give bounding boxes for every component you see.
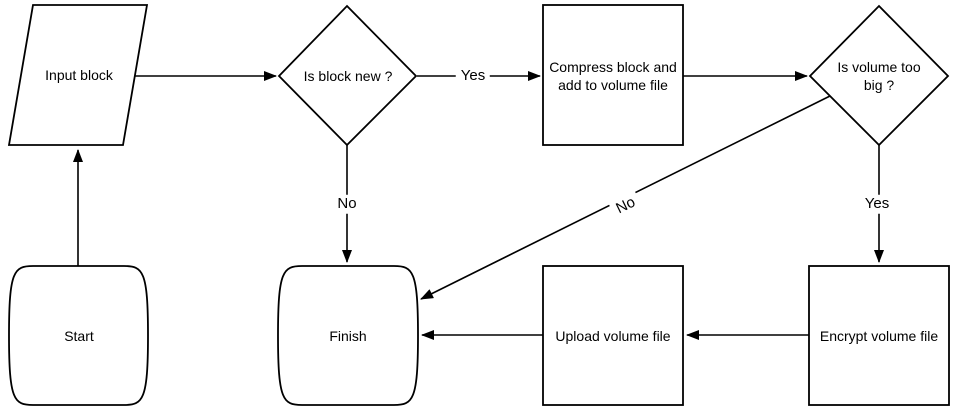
- node-is-block-new: Is block new ?: [303, 67, 393, 84]
- edge-label-is-block-new-yes: Yes: [455, 66, 491, 86]
- node-finish: Finish: [329, 327, 367, 344]
- node-compress-block: Compress block and add to volume file: [549, 58, 677, 93]
- is-volume-too-big-diamond-shape: [808, 4, 950, 147]
- is-block-new-diamond-shape: [277, 4, 418, 147]
- finish-terminator-shape: [277, 265, 419, 406]
- node-encrypt-volume-file: Encrypt volume file: [819, 327, 939, 344]
- start-terminator-shape: [8, 265, 149, 406]
- compress-block-rect-shape: [542, 4, 684, 146]
- edge-label-is-volume-too-big-yes: Yes: [859, 194, 895, 214]
- encrypt-volume-file-rect-shape: [808, 265, 950, 406]
- input-block-parallelogram-shape: [7, 4, 149, 146]
- node-upload-volume-file: Upload volume file: [555, 327, 671, 344]
- upload-volume-file-rect-shape: [542, 265, 684, 406]
- node-is-volume-too-big: Is volume too big ?: [837, 58, 921, 93]
- node-start: Start: [64, 327, 94, 344]
- node-input-block: Input block: [45, 66, 113, 83]
- edge-label-is-block-new-no: No: [332, 194, 362, 214]
